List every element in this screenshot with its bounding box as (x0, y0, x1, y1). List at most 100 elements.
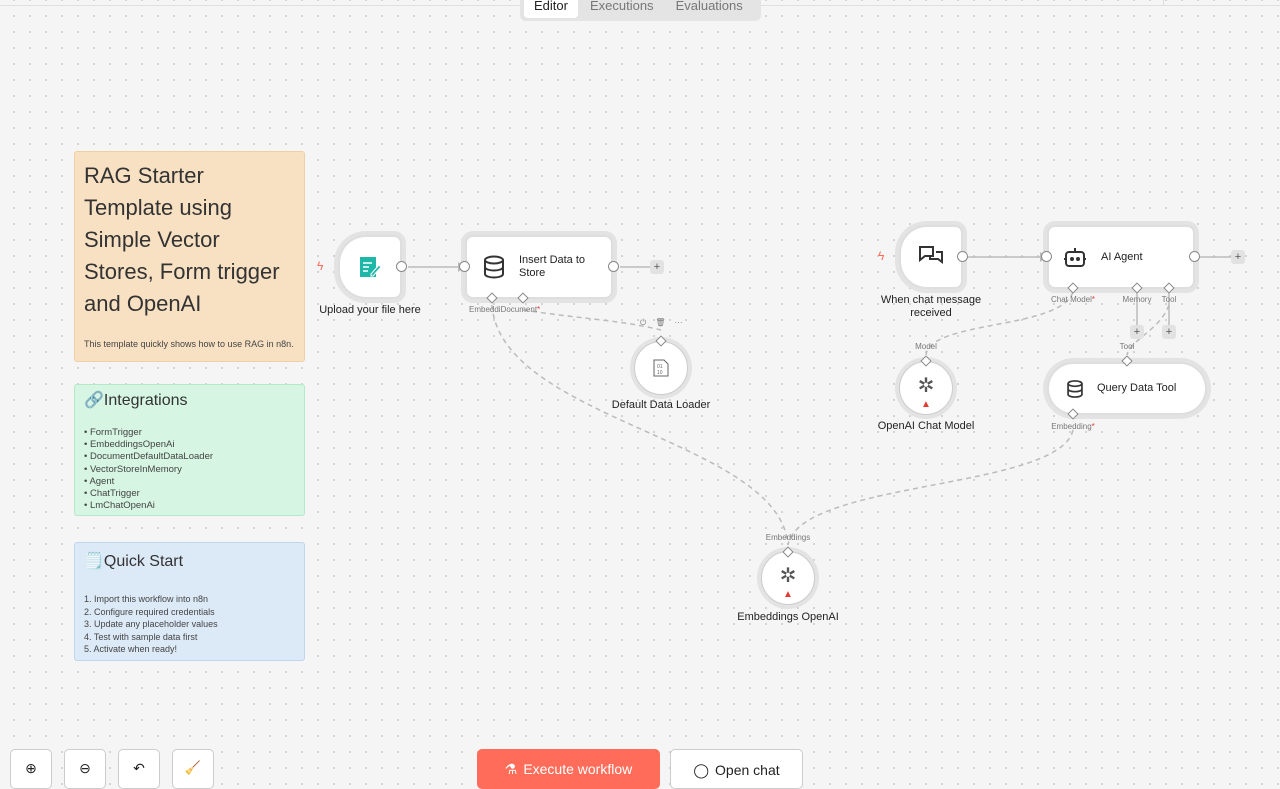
zoom-out-button[interactable]: ⊖ (64, 749, 106, 789)
output-port[interactable] (1189, 251, 1200, 262)
button-label: Execute workflow (523, 761, 633, 777)
port-label-tool: Tool (1161, 295, 1177, 304)
robot-icon (1064, 248, 1086, 267)
list-item: • ChatTrigger (84, 488, 140, 500)
tidy-up-button[interactable]: 🧹 (172, 749, 214, 789)
sticky-title: 🔗Integrations (84, 392, 188, 409)
node-label: Default Data Loader (611, 399, 711, 411)
warning-icon[interactable]: ▲ (921, 399, 931, 410)
list-item: • VectorStoreInMemory (84, 463, 182, 475)
port-label-model: Model (915, 342, 937, 351)
openai-icon: ✲ (779, 564, 797, 587)
sticky-title: RAG Starter Template using Simple Vector… (84, 163, 280, 316)
trigger-bolt-icon: ϟ (878, 249, 885, 263)
button-label: Open chat (715, 762, 780, 778)
node-title: Insert Data to Store (519, 254, 586, 279)
node-label: Embeddings OpenAI (737, 611, 839, 623)
connection-embedding-embeddings (491, 304, 789, 546)
warning-icon[interactable]: ▲ (783, 589, 793, 600)
list-item: 2. Configure required credentials (84, 606, 215, 617)
required-marker: * (1091, 422, 1095, 431)
tab-editor[interactable]: Editor (524, 0, 578, 18)
database-icon (1067, 379, 1083, 398)
list-item: • EmbeddingsOpenAi (84, 439, 175, 451)
input-port[interactable] (459, 261, 470, 272)
sticky-body: This template quickly shows how to use R… (84, 339, 294, 349)
sticky-note-integrations[interactable]: 🔗Integrations • FormTrigger • Embeddings… (74, 384, 305, 516)
broom-icon: 🧹 (184, 760, 202, 775)
list-item: 1. Import this workflow into n8n (84, 594, 209, 604)
open-chat-button[interactable]: ◯ Open chat (670, 749, 803, 789)
input-port[interactable] (1041, 251, 1052, 262)
connection-chatmodel (925, 291, 1074, 356)
list-item: • DocumentDefaultDataLoader (84, 451, 214, 463)
execute-workflow-button[interactable]: ⚗ Execute workflow (477, 749, 660, 789)
node-ai-agent[interactable]: AI Agent (1047, 225, 1195, 289)
output-port[interactable] (957, 251, 968, 262)
node-label: OpenAI Chat Model (877, 420, 975, 432)
port-label-document: Document (500, 305, 538, 314)
zoom-in-button[interactable]: ⊕ (10, 749, 52, 789)
header-divider-vertical (1163, 0, 1164, 5)
sticky-title: 🗒️Quick Start (84, 553, 184, 570)
view-tabs: Editor Executions Evaluations (520, 0, 761, 21)
node-hover-toolbar: ⏻ 🗑 ··· (640, 318, 682, 328)
output-port[interactable] (608, 261, 619, 272)
add-tool-button[interactable]: + (1162, 325, 1176, 339)
node-openai-chat-model[interactable]: ✲ ▲ (899, 361, 953, 415)
node-label: When chat message received (880, 294, 982, 319)
list-item: 3. Update any placeholder values (84, 619, 218, 630)
required-marker: * (537, 305, 541, 314)
trash-icon[interactable]: 🗑 (655, 318, 666, 327)
sticky-note-quickstart[interactable]: 🗒️Quick Start 1. Import this workflow in… (74, 542, 305, 661)
undo-icon: ↶ (133, 760, 145, 776)
flask-icon: ⚗ (504, 761, 518, 777)
list-item: • FormTrigger (84, 427, 142, 438)
list-item: 4. Test with sample data first (84, 631, 198, 642)
port-label-embedding: Embedding* (1051, 422, 1095, 431)
port-label-chat-model: Chat Model* (1051, 295, 1095, 304)
add-node-button[interactable]: + (1231, 250, 1245, 264)
port-label-embedding: Embeddi (469, 305, 501, 314)
port-label-embeddings: Embeddings (765, 533, 811, 542)
port-label-text: Embedding (1051, 422, 1092, 431)
zoom-in-icon: ⊕ (25, 760, 37, 776)
port-label-text: Chat Model (1050, 295, 1092, 304)
database-icon (484, 255, 504, 279)
node-chat-trigger[interactable] (899, 225, 963, 289)
chat-icon (919, 246, 943, 264)
list-item: • Agent (84, 475, 115, 487)
port-label-memory: Memory (1122, 295, 1152, 304)
node-embeddings-openai[interactable]: ✲ ▲ (761, 551, 815, 605)
svg-text:10: 10 (657, 370, 663, 376)
undo-button[interactable]: ↶ (118, 749, 160, 789)
connection-tool (1126, 304, 1170, 356)
tab-evaluations[interactable]: Evaluations (675, 0, 743, 13)
trigger-bolt-icon: ϟ (317, 259, 324, 273)
node-insert-data[interactable]: Insert Data to Store (465, 235, 613, 299)
output-port[interactable] (396, 261, 407, 272)
zoom-out-icon: ⊖ (79, 760, 91, 776)
power-icon[interactable]: ⏻ (640, 318, 647, 327)
chat-bubble-icon: ◯ (693, 762, 710, 778)
svg-text:01: 01 (657, 364, 663, 370)
add-memory-button[interactable]: + (1130, 325, 1144, 339)
required-marker: * (1091, 295, 1096, 304)
node-upload-file[interactable] (338, 235, 402, 299)
more-icon[interactable]: ··· (674, 318, 683, 327)
node-title: AI Agent (1101, 250, 1143, 263)
openai-icon: ✲ (917, 374, 935, 397)
sticky-note-intro[interactable]: RAG Starter Template using Simple Vector… (74, 151, 305, 362)
tab-executions[interactable]: Executions (589, 0, 654, 13)
node-label: Upload your file here (319, 304, 421, 316)
node-title: Query Data Tool (1097, 382, 1177, 394)
port-label-tool-in: Tool (1119, 342, 1135, 351)
list-item: • LmChatOpenAi (84, 500, 155, 512)
connection-document-loader (522, 309, 662, 331)
add-node-button[interactable]: + (650, 260, 664, 274)
list-item: 5. Activate when ready! (84, 644, 178, 655)
node-query-data-tool[interactable]: Query Data Tool (1047, 362, 1207, 415)
